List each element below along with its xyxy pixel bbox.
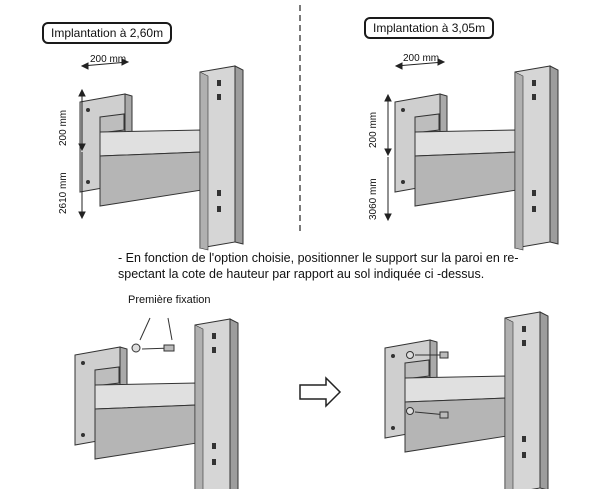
bracket-top-right (394, 65, 559, 251)
ground-label-left: 2610 mm (58, 172, 69, 214)
dims-top-right (384, 58, 446, 222)
dims-top-left (78, 58, 130, 220)
instruction-line-1: - En fonction de l'option choisie, posit… (118, 251, 519, 265)
bracket-top-left (79, 65, 244, 251)
ground-label-right: 3060 mm (368, 178, 379, 220)
screw-bottom-left (131, 317, 175, 353)
bracket-bottom-left (74, 318, 239, 489)
instruction-line-2: spectant la cote de hauteur par rapport … (118, 267, 485, 281)
height-label-right: 200 mm (368, 111, 379, 148)
screws-bottom-right (406, 351, 449, 419)
bracket-bottom-right (384, 311, 549, 489)
first-fixation-label: Première fixation (128, 294, 211, 306)
badge-implantation-260: Implantation à 2,60m (42, 22, 173, 44)
height-label-left: 200 mm (58, 109, 69, 146)
instruction-text: - En fonction de l'option choisie, posit… (118, 250, 528, 282)
width-label-left: 200 mm (90, 54, 127, 65)
badge-implantation-305: Implantation à 3,05m (364, 17, 495, 39)
arrow-right-outline-icon (299, 376, 342, 408)
width-label-right: 200 mm (403, 53, 440, 64)
